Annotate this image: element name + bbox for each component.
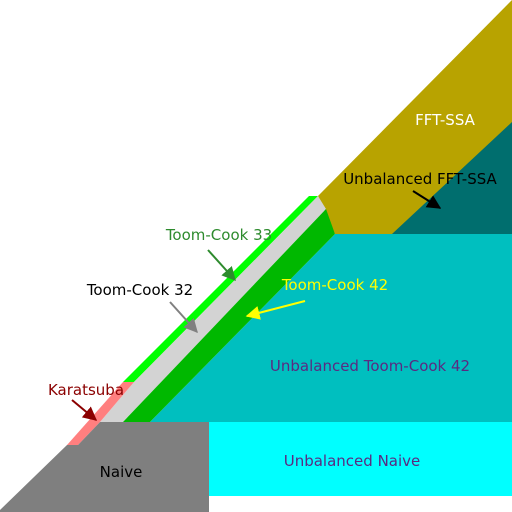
label-toom-cook-33: Toom-Cook 33	[165, 226, 272, 244]
label-naive: Naive	[100, 463, 143, 481]
arrow-karatsuba	[71, 399, 98, 421]
region-unbalanced-fft-ssa	[392, 122, 512, 234]
label-toom-cook-32: Toom-Cook 32	[86, 281, 193, 299]
label-unbalanced-naive: Unbalanced Naive	[284, 452, 421, 470]
label-fft-ssa: FFT-SSA	[415, 111, 476, 129]
arrow-toom-cook-42	[245, 300, 306, 320]
region-karatsuba	[67, 382, 134, 445]
region-toom-cook-33	[123, 196, 318, 382]
arrow-unbalanced-fft-ssa	[412, 190, 442, 209]
region-toom-cook-32	[100, 196, 326, 422]
arrow-toom-cook-32	[169, 301, 198, 334]
label-unbalanced-fft-ssa: Unbalanced FFT-SSA	[343, 170, 497, 188]
region-naive	[0, 422, 209, 512]
label-toom-cook-42: Toom-Cook 42	[281, 276, 388, 294]
label-unbalanced-toom-cook-42: Unbalanced Toom-Cook 42	[270, 357, 470, 375]
arrow-toom-cook-33	[207, 249, 236, 282]
region-unbalanced-toom-cook-42	[150, 234, 512, 422]
region-unbalanced-naive	[209, 422, 512, 496]
label-karatsuba: Karatsuba	[48, 381, 124, 399]
region-toom-cook-42	[123, 209, 335, 422]
